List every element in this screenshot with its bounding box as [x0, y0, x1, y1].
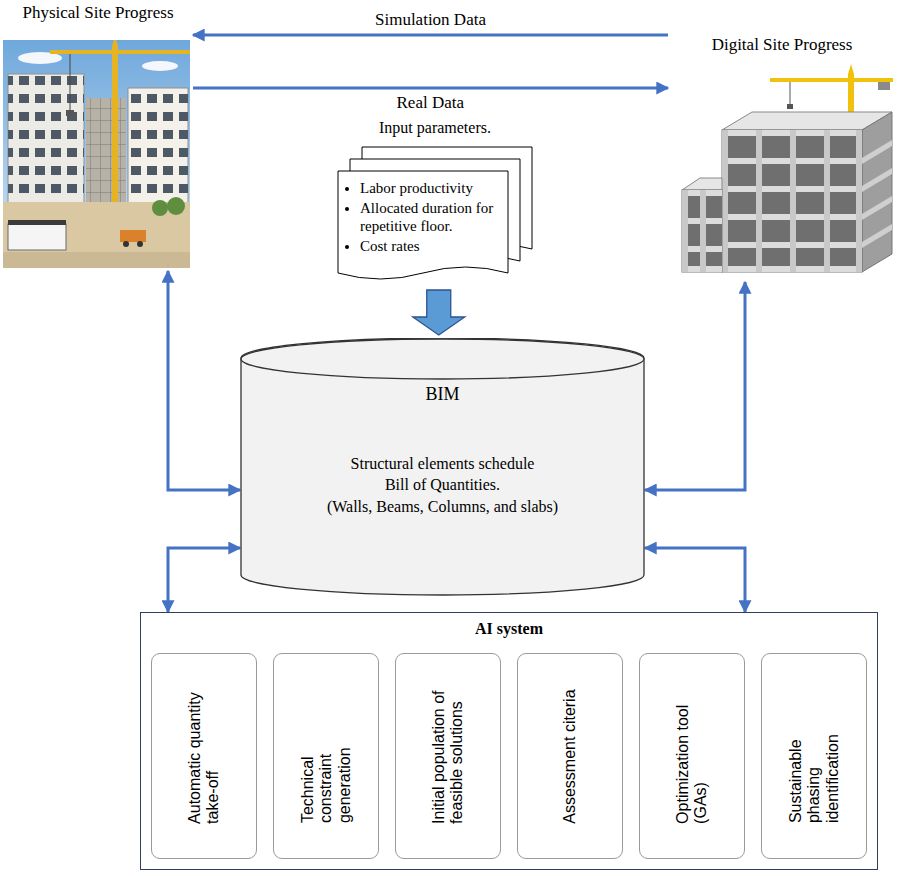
step-label: Automatic quantity take-off — [186, 689, 223, 824]
site-photo-part — [120, 230, 146, 242]
flow-arrow — [168, 548, 240, 612]
site-photo-part — [66, 110, 74, 116]
site-progress-panel: Digital Site Progress — [668, 35, 896, 282]
bim-building-model-part — [700, 190, 706, 272]
heading: Digital Site Progress — [668, 35, 896, 55]
bim-building-model-part — [787, 104, 793, 109]
step-label: Sustainable phasing identification — [786, 688, 841, 823]
heading: BIM — [240, 384, 645, 406]
bim-building-model-part — [682, 190, 722, 272]
edge-label-box: Real Data — [393, 93, 469, 113]
site-photo-part — [123, 241, 129, 247]
bim-building-model-part — [862, 112, 892, 272]
bim-building-model-part — [862, 168, 892, 192]
bim-building-model-part — [824, 130, 830, 272]
process-step: Assessment citeria — [517, 653, 623, 859]
sheet-outline — [338, 171, 508, 279]
site-photo-part — [137, 241, 143, 247]
parameter-item: Cost rates — [360, 237, 502, 255]
bim-database: BIM Structural elements scheduleBill of Q… — [240, 338, 645, 596]
process-step: Automatic quantity take-off — [151, 653, 257, 859]
bim-building-model-part — [722, 130, 728, 272]
step-label: Optimization tool (GAs) — [674, 689, 711, 824]
bim-building-model-part — [790, 130, 796, 272]
bim-building-model-part — [848, 64, 854, 74]
bim-building-model-part — [682, 178, 722, 190]
bullet-list: Labor productivityAllocated duration for… — [342, 179, 502, 255]
block-arrow — [413, 290, 465, 335]
site-photo-part — [8, 74, 84, 204]
site-photo-part — [50, 50, 190, 54]
site-photo-part — [128, 88, 188, 204]
bim-building-model — [682, 64, 893, 272]
ai-system-frame: AI systemAutomatic quantity take-off Tech… — [140, 612, 878, 870]
site-photo-part — [3, 252, 190, 268]
process-step: Initial population of feasible solutions — [395, 653, 501, 859]
bim-building-model-part — [722, 130, 862, 272]
bim-building-model-part — [862, 224, 892, 248]
step-label: Assessment citeria — [561, 688, 579, 823]
step-label: Initial population of feasible solutions — [430, 689, 467, 824]
body-text: (Walls, Beams, Columns, and slabs) — [240, 496, 645, 518]
site-photo — [3, 40, 190, 268]
site-photo-part — [86, 98, 126, 204]
site-photo-part — [128, 88, 188, 204]
cylinder-body — [241, 338, 644, 595]
heading: Physical Site Progress — [3, 3, 193, 23]
site-progress-panel: Physical Site Progress — [3, 3, 193, 271]
bim-building-model-part — [878, 82, 890, 90]
site-photo-part — [3, 40, 190, 268]
site-photo-part — [8, 224, 66, 250]
site-photo-part — [8, 220, 66, 225]
site-photo-part — [86, 98, 126, 204]
site-photo-part — [112, 40, 118, 46]
cylinder-top — [241, 339, 644, 379]
bim-building-model-part — [770, 78, 893, 82]
site-photo-part — [167, 197, 185, 215]
edge-label: Simulation Data — [375, 10, 486, 29]
flow-arrow — [645, 548, 745, 612]
flow-arrow — [193, 34, 668, 37]
bim-building-model-part — [862, 140, 892, 164]
bim-building-model-part — [756, 130, 762, 272]
body-text: Bill of Quantities. — [240, 474, 645, 496]
edge-label: Real Data — [397, 93, 465, 112]
parameter-item: Allocated duration for repetitive floor. — [360, 199, 502, 235]
site-photo-part — [112, 46, 118, 204]
input-parameters-sheet: Input parameters. Labor productivityAlloc… — [330, 118, 540, 287]
flow-arrow — [645, 282, 745, 490]
site-photo-part — [8, 74, 84, 204]
bim-building-model-part — [682, 190, 688, 272]
sheet-heading: Input parameters. — [330, 118, 540, 137]
front-sheet: Labor productivityAllocated duration for… — [338, 171, 508, 279]
site-photo-part — [70, 54, 71, 110]
flow-arrow — [193, 87, 668, 90]
bim-building-model-part — [856, 130, 862, 272]
process-step: Sustainable phasing identification — [761, 653, 867, 859]
step-label: Technical constraint generation — [298, 688, 353, 823]
process-step: Technical constraint generation — [273, 653, 379, 859]
process-step: Optimization tool (GAs) — [639, 653, 745, 859]
flow-arrow — [168, 271, 240, 490]
edge-label-box: Simulation Data — [371, 10, 490, 30]
bim-building-model-part — [790, 82, 791, 104]
site-photo-part — [142, 61, 178, 71]
body-text: Structural elements schedule — [240, 453, 645, 475]
heading: AI system — [141, 613, 877, 638]
site-photo-part — [152, 200, 168, 216]
bim-building-model-part — [862, 196, 892, 220]
parameter-item: Labor productivity — [360, 179, 502, 197]
